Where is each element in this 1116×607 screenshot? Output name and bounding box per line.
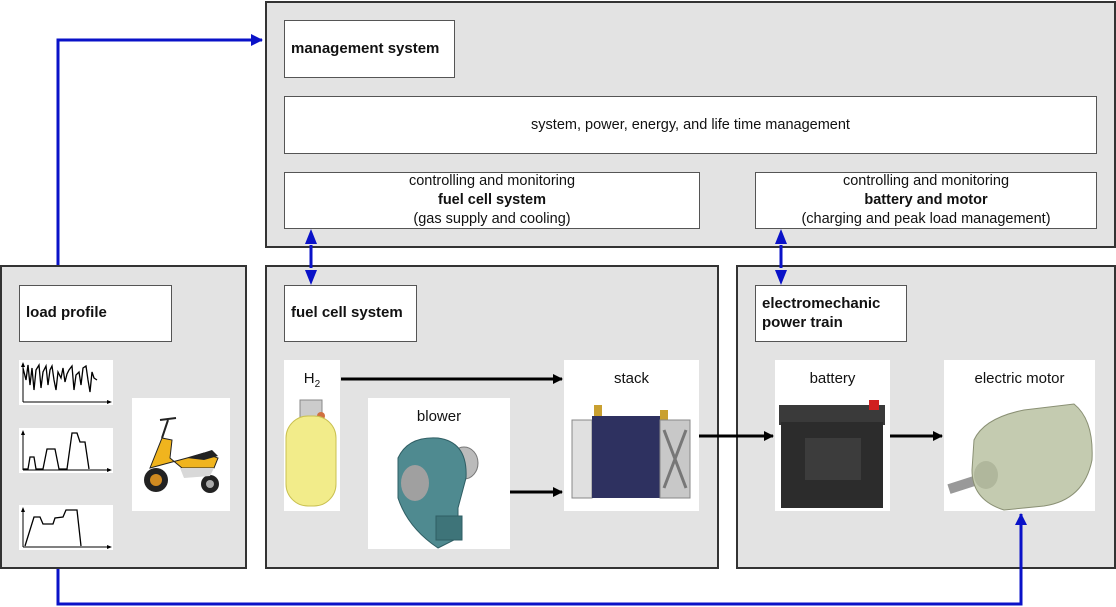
fuel-cell-control-box: controlling and monitoring fuel cell sys… (284, 172, 700, 229)
battery-icon (779, 400, 885, 508)
battery-control-line1: controlling and monitoring (842, 173, 1010, 190)
fuel-cell-control-line3: (gas supply and cooling) (413, 210, 571, 227)
fuel-cell-control-line2: fuel cell system (438, 192, 546, 209)
overall-management-box: system, power, energy, and life time man… (284, 96, 1097, 154)
power-train-title-line1: electromechanic (762, 294, 881, 312)
h2-tank: H2 (284, 360, 340, 511)
battery-control-line3: (charging and peak load management) (801, 210, 1051, 227)
battery-control-line2: battery and motor (864, 192, 988, 209)
stack-box: stack (564, 360, 699, 511)
stepped-profile-icon (19, 428, 113, 473)
electric-motor-icon (947, 403, 1093, 511)
dynamic-profile-icon (19, 360, 113, 405)
fuel-cell-stack-icon (571, 405, 691, 499)
load-to-management-arrow (56, 34, 263, 265)
overall-management-text: system, power, energy, and life time man… (531, 116, 850, 133)
blower-label: blower (416, 408, 462, 425)
load-profile-title: load profile (19, 285, 172, 342)
scooter-icon (132, 398, 230, 511)
h2-label: H2 (303, 370, 321, 390)
stack-label: stack (613, 370, 649, 387)
electric-motor-label: electric motor (974, 370, 1065, 387)
electric-motor-box: electric motor (944, 360, 1095, 511)
battery-label: battery (809, 370, 856, 387)
power-train-title: electromechanic power train (755, 285, 907, 342)
gas-cylinder-icon (285, 399, 337, 507)
blower-box: blower (368, 398, 510, 549)
plateau-profile-icon (19, 505, 113, 550)
battery-box: battery (775, 360, 890, 511)
fuel-cell-system-title: fuel cell system (284, 285, 417, 342)
management-system-title: management system (284, 20, 455, 78)
fuel-cell-control-line1: controlling and monitoring (408, 173, 576, 190)
battery-control-box: controlling and monitoring battery and m… (755, 172, 1097, 229)
power-train-title-line2: power train (762, 313, 843, 331)
